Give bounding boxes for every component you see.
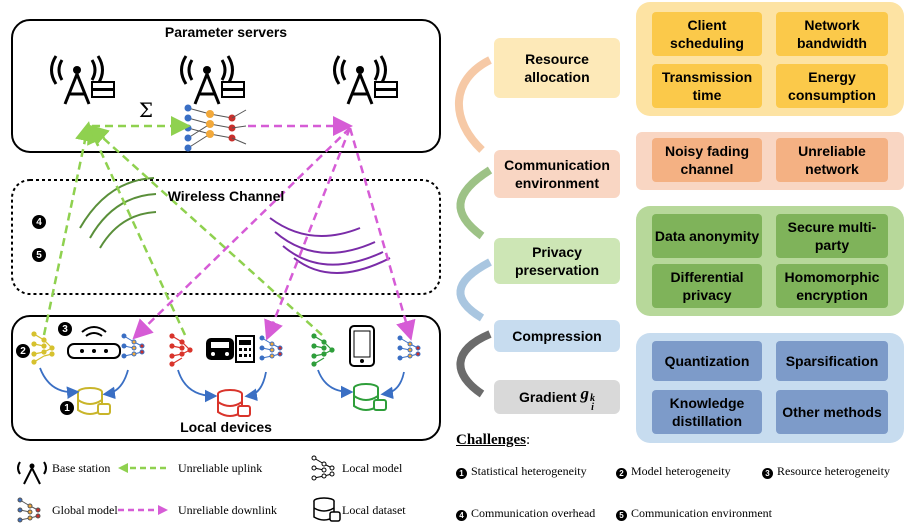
tile-other-methods: Other methods (776, 390, 888, 434)
challenge-2-marker: 2 (16, 344, 30, 358)
challenges-heading: Challenges: (456, 432, 531, 448)
legend-local-model: Local model (342, 461, 403, 475)
aggregation-sigma: Σ (138, 98, 154, 122)
local-model-legend-icon (311, 455, 335, 481)
challenge-number-badge: 1 (456, 468, 467, 479)
downlink-arrow (264, 127, 352, 341)
flow-arrow (456, 166, 493, 240)
training-loop-arrow (102, 369, 129, 400)
wireless-wave-icon (269, 217, 391, 274)
local-model-icon (311, 333, 335, 367)
resource-allocation-label: Resource allocation (494, 38, 620, 98)
training-loop-arrow (317, 369, 354, 399)
global-model-icon (184, 104, 247, 152)
tile-quantization: Quantization (652, 341, 762, 381)
tile-sparsification: Sparsification (776, 341, 888, 381)
tile-energy-consumption: Energy consumption (776, 64, 888, 108)
privacy-preservation-label: Privacy preservation (494, 238, 620, 284)
local-model-icon (397, 335, 421, 361)
base-station-icon (50, 55, 115, 105)
wireless-channel-title: Wireless Channel (167, 188, 285, 204)
smartphone-device-icon (349, 325, 375, 367)
gradient-text: Gradient (519, 388, 577, 405)
challenge-number-badge: 5 (616, 510, 627, 521)
uplink-arrow (42, 121, 95, 336)
flow-arrow (456, 258, 492, 322)
local-devices-title: Local devices (180, 419, 272, 435)
challenge-3-marker: 3 (58, 322, 72, 336)
legend-downlink: Unreliable downlink (178, 503, 277, 517)
local-model-icon (121, 333, 145, 359)
base-station-icon (333, 55, 398, 105)
uplink-arrow (87, 123, 187, 336)
local-dataset-icon (217, 389, 251, 417)
challenge-4-marker: 4 (32, 215, 46, 229)
wireless-wave-icon (79, 177, 157, 249)
legend-local-dataset: Local dataset (342, 503, 406, 517)
local-dataset-icon (77, 387, 111, 415)
router-device-icon (67, 326, 121, 359)
vehicle-device-icon (206, 335, 255, 363)
tile-transmission-time: Transmission time (652, 64, 762, 108)
flow-arrow (456, 330, 492, 398)
challenge-1-marker: 1 (60, 401, 74, 415)
local-model-icon (259, 335, 283, 361)
training-loop-arrow (39, 367, 80, 399)
challenge-5-marker: 5 (32, 248, 46, 262)
challenge-number-badge: 3 (762, 468, 773, 479)
tile-noisy-fading-channel: Noisy fading channel (652, 138, 762, 182)
compression-label: Compression (494, 320, 620, 352)
base-station-legend-icon (17, 461, 47, 485)
local-dataset-icon (353, 383, 387, 411)
tile-differential-privacy: Differential privacy (652, 264, 762, 308)
downlink-arrow (132, 127, 351, 340)
local-dataset-legend-icon (313, 497, 341, 522)
communication-environment-label: Communication environment (494, 150, 620, 198)
tile-secure-multi-party: Secure multi-party (776, 214, 888, 258)
legend-uplink: Unreliable uplink (178, 461, 263, 475)
local-model-icon (31, 331, 55, 365)
training-loop-arrow (177, 369, 218, 403)
global-model-legend-icon (17, 497, 41, 523)
challenge-number-badge: 4 (456, 510, 467, 521)
local-model-icon (169, 333, 193, 367)
downlink-arrow (348, 127, 416, 341)
parameter-servers-title: Parameter servers (164, 24, 288, 40)
challenge-number-badge: 2 (616, 468, 627, 479)
legend-base-station: Base station (52, 461, 111, 475)
tile-client-scheduling: Client scheduling (652, 12, 762, 56)
base-station-icon (180, 55, 245, 105)
legend-global-model: Global model (52, 503, 118, 517)
training-loop-arrow (244, 371, 267, 401)
flow-arrow (455, 56, 492, 153)
tile-unreliable-network: Unreliable network (776, 138, 888, 182)
tile-data-anonymity: Data anonymity (652, 214, 762, 258)
tile-network-bandwidth: Network bandwidth (776, 12, 888, 56)
tile-knowledge-distillation: Knowledge distillation (652, 390, 762, 434)
tile-homomorphic-encryption: Homomorphic encryption (776, 264, 888, 308)
training-loop-arrow (380, 371, 405, 400)
